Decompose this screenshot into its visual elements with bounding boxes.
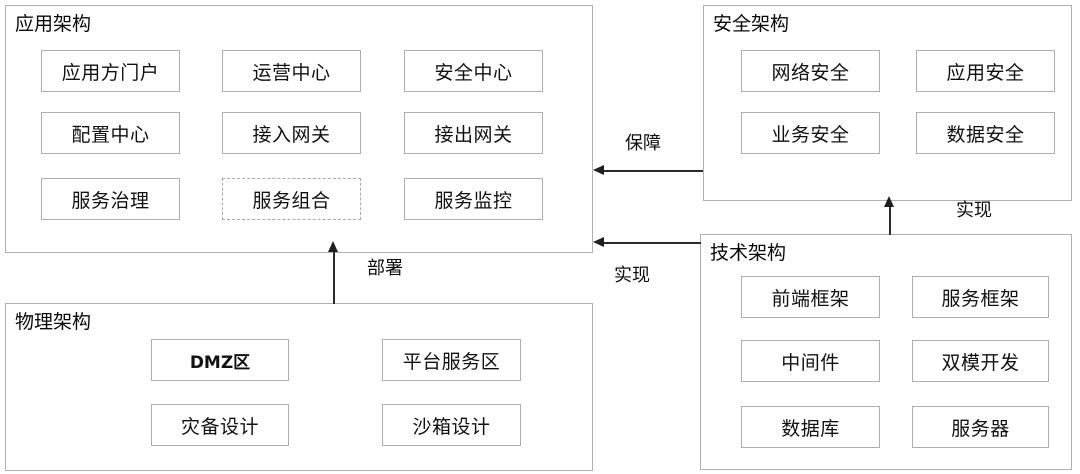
edge-label-technology-to-security: 实现 <box>956 200 992 220</box>
group-title-security: 安全架构 <box>713 14 790 35</box>
group-title-technology: 技术架构 <box>710 243 787 264</box>
node-security-3[interactable]: 数据安全 <box>916 112 1055 154</box>
node-application-2[interactable]: 安全中心 <box>404 50 543 92</box>
node-physical-1[interactable]: 平台服务区 <box>382 339 521 381</box>
node-application-7[interactable]: 服务组合 <box>222 178 361 220</box>
arrow-head-technology-to-application <box>593 237 604 247</box>
edge-label-technology-to-application: 实现 <box>614 265 650 285</box>
node-application-8[interactable]: 服务监控 <box>404 178 543 220</box>
node-application-0[interactable]: 应用方门户 <box>41 50 180 92</box>
edge-line-technology-to-security <box>889 206 891 235</box>
arrow-head-security-to-application <box>593 165 604 175</box>
node-technology-0[interactable]: 前端框架 <box>741 276 880 318</box>
node-technology-2[interactable]: 中间件 <box>741 340 880 382</box>
node-physical-0[interactable]: DMZ区 <box>151 339 289 381</box>
group-title-application: 应用架构 <box>15 14 92 35</box>
node-application-6[interactable]: 服务治理 <box>41 178 180 220</box>
edge-line-technology-to-application <box>604 242 701 244</box>
node-technology-1[interactable]: 服务框架 <box>912 276 1049 318</box>
edge-label-physical-to-application: 部署 <box>367 258 403 278</box>
arrow-head-technology-to-security <box>884 196 894 207</box>
edge-label-security-to-application: 保障 <box>625 133 661 153</box>
edge-line-security-to-application <box>604 170 703 172</box>
group-title-physical: 物理架构 <box>15 312 92 333</box>
node-technology-3[interactable]: 双模开发 <box>912 340 1049 382</box>
arrow-head-physical-to-application <box>328 241 338 252</box>
edge-line-physical-to-application <box>333 252 335 304</box>
group-security[interactable]: 安全架构 <box>703 5 1072 201</box>
node-technology-5[interactable]: 服务器 <box>912 406 1049 448</box>
node-security-2[interactable]: 业务安全 <box>741 112 880 154</box>
node-physical-3[interactable]: 沙箱设计 <box>382 404 521 446</box>
node-application-1[interactable]: 运营中心 <box>222 50 361 92</box>
node-application-3[interactable]: 配置中心 <box>41 112 180 154</box>
node-technology-4[interactable]: 数据库 <box>741 406 880 448</box>
node-security-1[interactable]: 应用安全 <box>916 50 1055 92</box>
node-security-0[interactable]: 网络安全 <box>741 50 880 92</box>
node-application-4[interactable]: 接入网关 <box>222 112 361 154</box>
node-physical-2[interactable]: 灾备设计 <box>151 404 289 446</box>
node-application-5[interactable]: 接出网关 <box>404 112 543 154</box>
